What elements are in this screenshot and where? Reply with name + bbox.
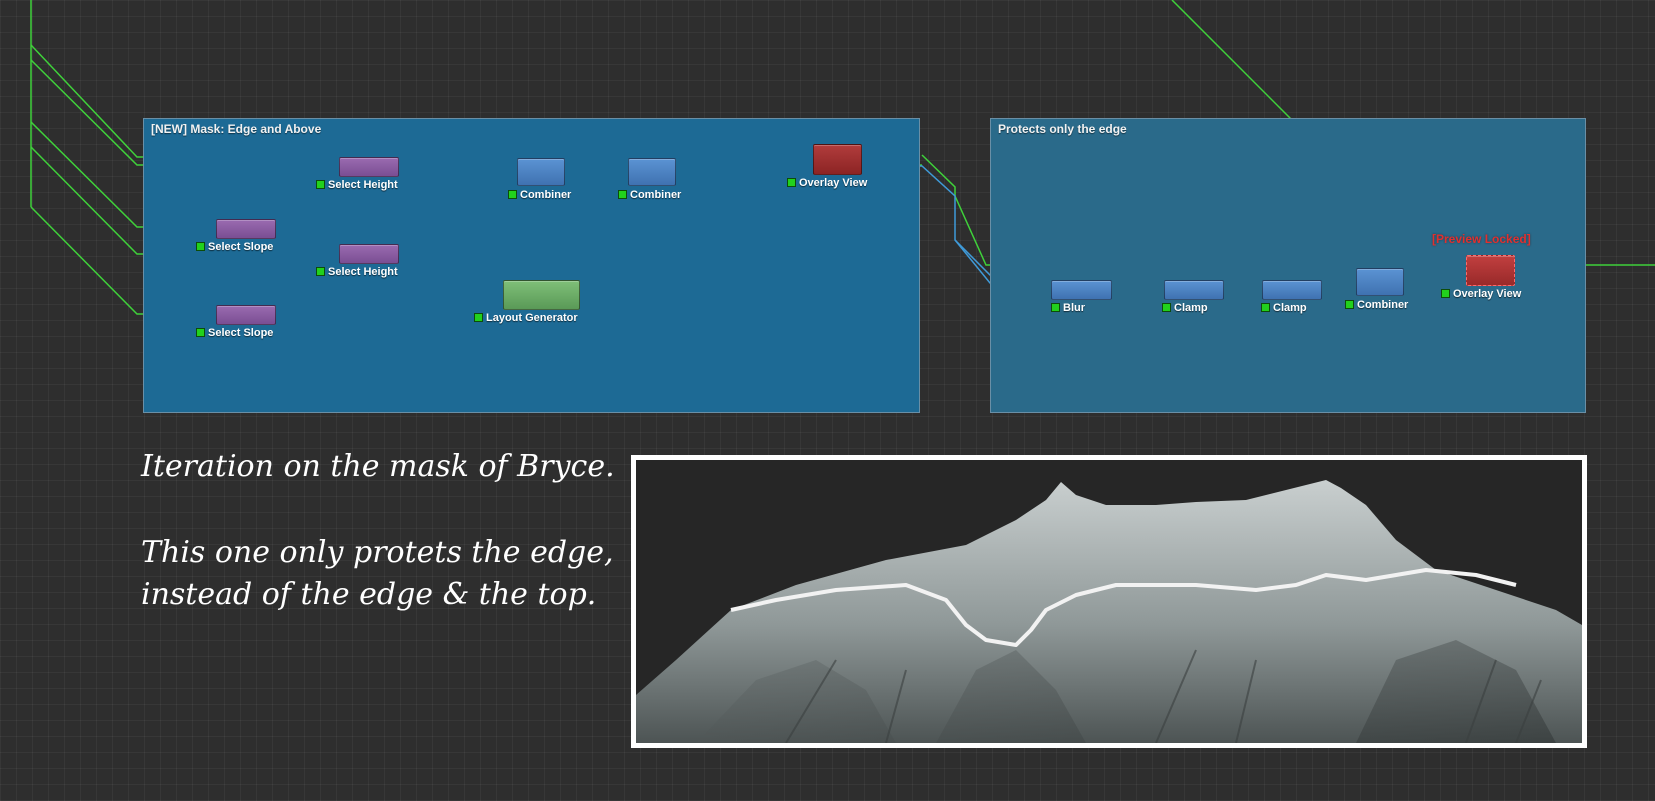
status-dot	[1261, 303, 1270, 312]
node-label-clamp-2: Clamp	[1261, 302, 1307, 314]
group-title: [NEW] Mask: Edge and Above	[151, 122, 322, 136]
node-label-text: Clamp	[1174, 302, 1208, 314]
status-dot	[1051, 303, 1060, 312]
status-dot	[316, 180, 325, 189]
terrain-fold-lines	[785, 649, 1542, 743]
status-dot	[1345, 300, 1354, 309]
node-label-text: Combiner	[630, 189, 682, 201]
status-dot	[474, 313, 483, 322]
node-label-overlay-view-2: Overlay View	[1441, 288, 1521, 300]
node-select-slope-1[interactable]	[216, 219, 276, 239]
node-label-overlay-view-1: Overlay View	[787, 177, 867, 189]
preview-locked-label: [Preview Locked]	[1432, 232, 1531, 246]
node-label-text: Combiner	[1357, 299, 1409, 311]
node-label-text: Select Height	[328, 266, 398, 278]
node-label-select-slope-1: Select Slope	[196, 241, 273, 253]
node-select-height-1[interactable]	[339, 157, 399, 177]
node-label-text: Layout Generator	[486, 312, 578, 324]
group-title: Protects only the edge	[998, 122, 1127, 136]
node-label-combiner-3: Combiner	[1345, 299, 1408, 311]
status-dot	[196, 242, 205, 251]
node-select-slope-2[interactable]	[216, 305, 276, 325]
node-clamp-1[interactable]	[1164, 280, 1224, 300]
caption-line-3: instead of the edge & the top.	[141, 577, 597, 612]
caption-line-1: Iteration on the mask of Bryce.	[141, 449, 615, 484]
node-label-select-slope-2: Select Slope	[196, 327, 273, 339]
node-label-text: Overlay View	[1453, 288, 1522, 300]
node-label-text: Clamp	[1273, 302, 1307, 314]
node-combiner-2[interactable]	[628, 158, 676, 186]
terrain-snow-edge	[730, 568, 1517, 647]
status-dot	[618, 190, 627, 199]
node-label-text: Select Height	[328, 179, 398, 191]
caption-line-2: This one only protets the edge,	[141, 535, 614, 570]
node-label-text: Blur	[1063, 302, 1085, 314]
terrain-render	[636, 460, 1582, 743]
status-dot	[508, 190, 517, 199]
node-label-text: Combiner	[520, 189, 572, 201]
node-label-combiner-1: Combiner	[508, 189, 571, 201]
node-combiner-3[interactable]	[1356, 268, 1404, 296]
node-label-clamp-1: Clamp	[1162, 302, 1208, 314]
node-label-text: Select Slope	[208, 241, 274, 253]
node-label-select-height-2: Select Height	[316, 266, 398, 278]
node-overlay-view-2[interactable]	[1466, 255, 1515, 286]
node-layout-generator[interactable]	[503, 280, 580, 310]
node-label-layout-generator: Layout Generator	[474, 312, 578, 324]
terrain-preview	[631, 455, 1587, 748]
node-label-combiner-2: Combiner	[618, 189, 681, 201]
node-label-blur: Blur	[1051, 302, 1085, 314]
status-dot	[1162, 303, 1171, 312]
node-clamp-2[interactable]	[1262, 280, 1322, 300]
node-overlay-view-1[interactable]	[813, 144, 862, 175]
status-dot	[196, 328, 205, 337]
terrain-mountain	[636, 480, 1582, 743]
node-label-text: Overlay View	[799, 177, 868, 189]
node-blur[interactable]	[1051, 280, 1112, 300]
node-select-height-2[interactable]	[339, 244, 399, 264]
node-label-text: Select Slope	[208, 327, 274, 339]
node-label-select-height-1: Select Height	[316, 179, 398, 191]
status-dot	[787, 178, 796, 187]
status-dot	[316, 267, 325, 276]
status-dot	[1441, 289, 1450, 298]
node-combiner-1[interactable]	[517, 158, 565, 186]
